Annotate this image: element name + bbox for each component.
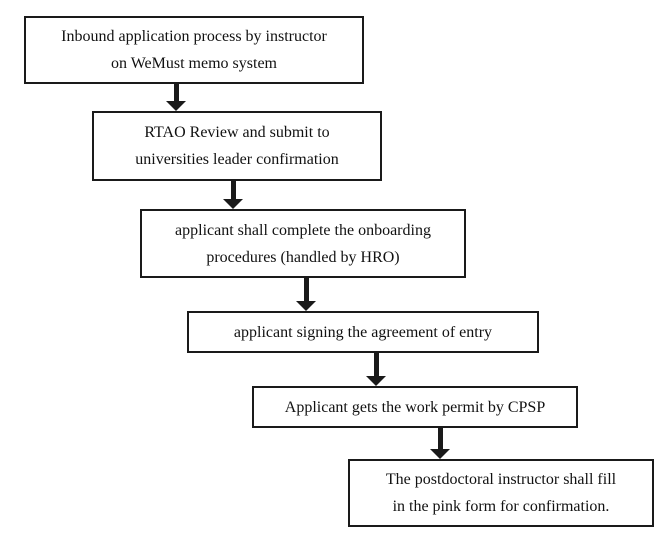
step-text: applicant shall complete the onboarding … [175,217,431,271]
step-text: applicant signing the agreement of entry [234,319,492,346]
flow-arrow-down [366,353,386,386]
step-rtao-review: RTAO Review and submit to universities l… [92,111,382,181]
arrow-head [223,199,243,209]
arrow-head [296,301,316,311]
arrow-shaft [304,278,309,301]
step-line: The postdoctoral instructor shall fill [385,471,617,488]
flow-arrow-down [166,84,186,111]
arrow-head [430,449,450,459]
step-text: RTAO Review and submit to universities l… [135,119,338,173]
arrow-shaft [438,428,443,449]
flow-arrow-down [430,428,450,459]
flow-arrow-down [223,181,243,209]
step-inbound-application: Inbound application process by instructo… [24,16,364,84]
step-work-permit: Applicant gets the work permit by CPSP [252,386,578,428]
step-line: Inbound application process by instructo… [61,28,327,45]
step-line: procedures (handled by HRO) [206,248,400,266]
step-signing-agreement: applicant signing the agreement of entry [187,311,539,353]
arrow-shaft [231,181,236,199]
step-text: Applicant gets the work permit by CPSP [285,394,545,421]
step-pink-form-confirmation: The postdoctoral instructor shall fill i… [348,459,654,527]
step-line: in the pink form for confirmation. [392,498,610,515]
arrow-shaft [374,353,379,376]
arrow-head [366,376,386,386]
step-text: Inbound application process by instructo… [61,23,327,77]
flow-arrow-down [296,278,316,311]
step-text: The postdoctoral instructor shall fill i… [386,466,616,520]
step-line: applicant shall complete the onboarding [175,221,431,239]
step-line: on WeMust memo system [111,55,277,72]
step-onboarding-procedures: applicant shall complete the onboarding … [140,209,466,278]
step-line: universities leader confirmation [135,151,339,168]
step-line: RTAO Review and submit to [144,124,330,141]
arrow-shaft [174,84,179,101]
step-line: applicant signing the agreement of entry [233,323,493,341]
step-line: Applicant gets the work permit by CPSP [284,398,546,416]
arrow-head [166,101,186,111]
